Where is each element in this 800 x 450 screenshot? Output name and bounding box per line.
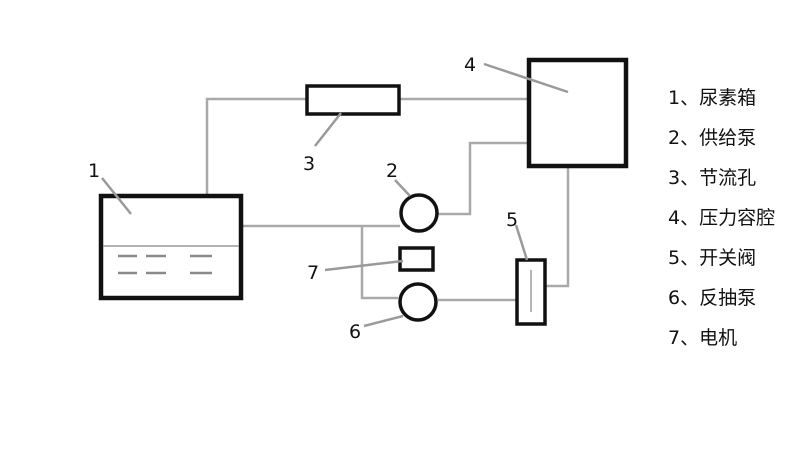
callout-supply-pump: 2: [386, 160, 398, 182]
leader-lines: [101, 62, 569, 328]
callout-motor: 7: [307, 262, 319, 284]
on-off-valve: [515, 258, 547, 326]
legend-item: 7、电机: [668, 327, 738, 349]
callout-pressure-chamber: 4: [464, 54, 476, 76]
legend-item: 4、压力容腔: [668, 207, 776, 229]
legend-item: 2、供给泵: [668, 127, 757, 149]
legend: 1、尿素箱 2、供给泵 3、节流孔 4、压力容腔 5、开关阀 6、反抽泵 7、电…: [668, 84, 775, 364]
legend-item: 6、反抽泵: [668, 287, 757, 309]
suction-pump: [398, 282, 438, 322]
pressure-chamber: [526, 57, 629, 169]
legend-item: 5、开关阀: [668, 247, 757, 269]
pipe-branch-to-suction-pump: [360, 226, 398, 300]
callout-orifice: 3: [303, 153, 315, 175]
urea-tank: [98, 193, 244, 301]
callout-tank: 1: [88, 160, 100, 182]
supply-pump: [399, 193, 439, 233]
pipe-network: [205, 97, 570, 302]
pipe-return-top: [205, 97, 529, 196]
pipe-supply-to-chamber: [438, 141, 528, 216]
legend-item: 3、节流孔: [668, 167, 757, 189]
pipe-tank-outlet: [224, 224, 400, 257]
pipe-valve-to-chamber: [546, 165, 570, 288]
legend-item: 1、尿素箱: [668, 87, 757, 109]
callout-suction-pump: 6: [349, 321, 361, 343]
orifice: [305, 84, 401, 116]
callout-valve: 5: [506, 209, 518, 231]
motor: [398, 246, 435, 272]
